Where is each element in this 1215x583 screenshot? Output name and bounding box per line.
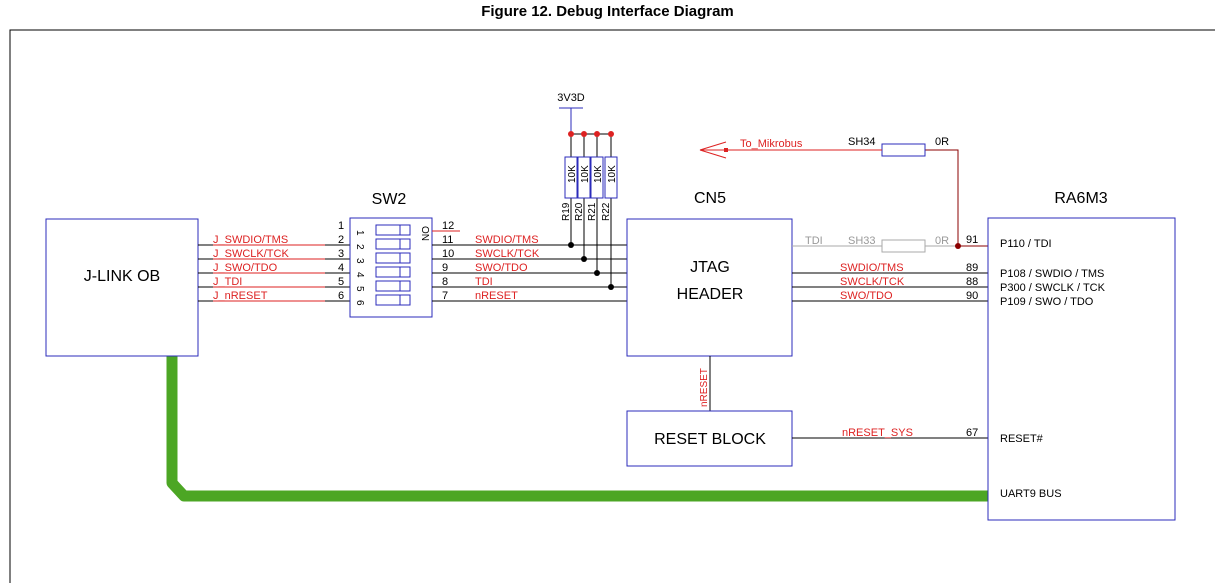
- pullup-resistors: [564, 156, 618, 199]
- sh34-shunt: [881, 143, 926, 157]
- right-wires: [792, 272, 988, 302]
- sw2-pin-right: 9: [442, 262, 448, 274]
- figure-frame: [9, 29, 1215, 583]
- net-j-nreset: J_nRESET: [213, 290, 268, 302]
- power-rail-label: 3V3D: [557, 92, 585, 104]
- pullup-rail-junctions: [568, 131, 614, 137]
- sw2-switch-number: 6: [354, 300, 365, 306]
- sw2-pins-right: 12 11 10 9 8 7: [442, 220, 454, 302]
- cn5-line2: HEADER: [677, 286, 744, 303]
- figure-title: Figure 12. Debug Interface Diagram: [481, 3, 734, 20]
- net-nreset-sys: nRESET_SYS: [842, 427, 913, 439]
- mikrobus-arrow-icon: [699, 141, 727, 151]
- net-swdio: SWDIO/TMS: [475, 234, 539, 246]
- sw2-pin-left: 4: [338, 262, 344, 274]
- resistor-value-label: 10K: [567, 165, 578, 183]
- resistor-values: 10K 10K 10K 10K: [567, 165, 618, 183]
- resistor-refs: R19 R20 R21 R22: [561, 202, 612, 221]
- mcu-pin-name: P300 / SWCLK / TCK: [1000, 282, 1106, 294]
- net-swclk: SWCLK/TCK: [475, 248, 540, 260]
- sh33-shunt: [881, 239, 926, 253]
- sw2-pin-left: 1: [338, 220, 344, 232]
- net-swdio-right: SWDIO/TMS: [840, 262, 904, 274]
- mcu-pin-number: 67: [966, 427, 978, 439]
- sw2-switch-number: 1: [354, 230, 365, 236]
- resistor-ref-label: R22: [601, 202, 612, 221]
- mcu-pin-number: 91: [966, 234, 978, 246]
- mcu-pin-number: 88: [966, 276, 978, 288]
- jlink-ob-block: [45, 218, 199, 357]
- net-to-mikrobus: To_Mikrobus: [740, 138, 803, 150]
- sh33-ref: SH33: [848, 235, 876, 247]
- net-swo-right: SWO/TDO: [840, 290, 893, 302]
- resistor-ref-label: R19: [561, 202, 572, 221]
- uart9-bus-label: UART9 BUS: [1000, 488, 1062, 500]
- sw2-pin-left: 2: [338, 234, 344, 246]
- reset-block: [626, 410, 793, 467]
- mcu-pin-names: P110 / TDI P108 / SWDIO / TMS P300 / SWC…: [1000, 238, 1106, 445]
- net-nreset: nRESET: [475, 290, 518, 302]
- sw2-switch-number: 2: [354, 244, 365, 250]
- power-rail-symbol: [559, 107, 583, 134]
- net-swclk-right: SWCLK/TCK: [840, 276, 905, 288]
- mcu-pin-number: 90: [966, 290, 978, 302]
- sw2-switch-numbers: 1 2 3 4 5 6: [354, 230, 365, 306]
- sh34-value: 0R: [935, 136, 949, 148]
- sw2-switch-number: 4: [354, 272, 365, 278]
- sh33-value: 0R: [935, 235, 949, 247]
- sw2-pin-right: 11: [442, 234, 453, 246]
- pullup-wires: [570, 133, 612, 287]
- mid-wires: [432, 244, 627, 302]
- sw2-pin-right: 8: [442, 276, 448, 288]
- sw2-switch-number: 3: [354, 258, 365, 264]
- net-tdi: TDI: [475, 276, 493, 288]
- sw2-pin-left: 5: [338, 276, 344, 288]
- cn5-line1: JTAG: [690, 259, 730, 276]
- sw2-title: SW2: [372, 191, 407, 208]
- resistor-value-label: 10K: [580, 165, 591, 183]
- uart9-bus-line: [166, 351, 998, 502]
- mcu-pin-name: P110 / TDI: [1000, 238, 1052, 250]
- net-nreset-vertical: nRESET: [699, 368, 710, 407]
- mcu-pin-name: P108 / SWDIO / TMS: [1000, 268, 1104, 280]
- mcu-pin-name: RESET#: [1000, 433, 1044, 445]
- sw2-pin-right: 7: [442, 290, 448, 302]
- resistor-value-label: 10K: [593, 165, 604, 183]
- sw2-on-label: ON: [419, 226, 430, 241]
- mid-net-labels: SWDIO/TMS SWCLK/TCK SWO/TDO TDI nRESET: [475, 234, 540, 302]
- pullup-net-junctions: [568, 242, 614, 290]
- right-net-labels: SWDIO/TMS SWCLK/TCK SWO/TDO: [840, 262, 905, 302]
- net-j-swo: J_SWO/TDO: [213, 262, 278, 274]
- net-tdi-grey: TDI: [805, 235, 823, 247]
- left-net-labels: J_SWDIO/TMS J_SWCLK/TCK J_SWO/TDO J_TDI …: [213, 234, 325, 302]
- resistor-value-label: 10K: [607, 165, 618, 183]
- net-j-tdi: J_TDI: [213, 276, 242, 288]
- mcu-pin-numbers: 91 89 88 90 67: [966, 234, 978, 439]
- sw2-switch-number: 5: [354, 286, 365, 292]
- net-j-swdio: J_SWDIO/TMS: [213, 234, 288, 246]
- mcu-title: RA6M3: [1054, 190, 1107, 207]
- sh34-ref: SH34: [848, 136, 876, 148]
- sw2-switch-slots: [375, 224, 411, 306]
- ra6m3-mcu: [987, 217, 1176, 521]
- cn5-title: CN5: [694, 190, 726, 207]
- sw2-pin-right: 12: [442, 220, 454, 232]
- reset-block-label: RESET BLOCK: [654, 431, 766, 448]
- sw2-pin-left: 3: [338, 248, 344, 260]
- jlink-ob-label: J-LINK OB: [84, 268, 160, 285]
- mcu-pin-name: P109 / SWO / TDO: [1000, 296, 1094, 308]
- net-j-swclk: J_SWCLK/TCK: [213, 248, 289, 260]
- mcu-pin-number: 89: [966, 262, 978, 274]
- cn5-jtag-header: [626, 218, 793, 357]
- resistor-ref-label: R20: [574, 202, 585, 221]
- sw2-pins-left: 1 2 3 4 5 6: [338, 220, 344, 302]
- mikrobus-wire-right: [925, 149, 959, 246]
- resistor-ref-label: R21: [587, 202, 598, 221]
- sw2-pin-left: 6: [338, 290, 344, 302]
- sw2-pin-right: 10: [442, 248, 454, 260]
- net-swo: SWO/TDO: [475, 262, 528, 274]
